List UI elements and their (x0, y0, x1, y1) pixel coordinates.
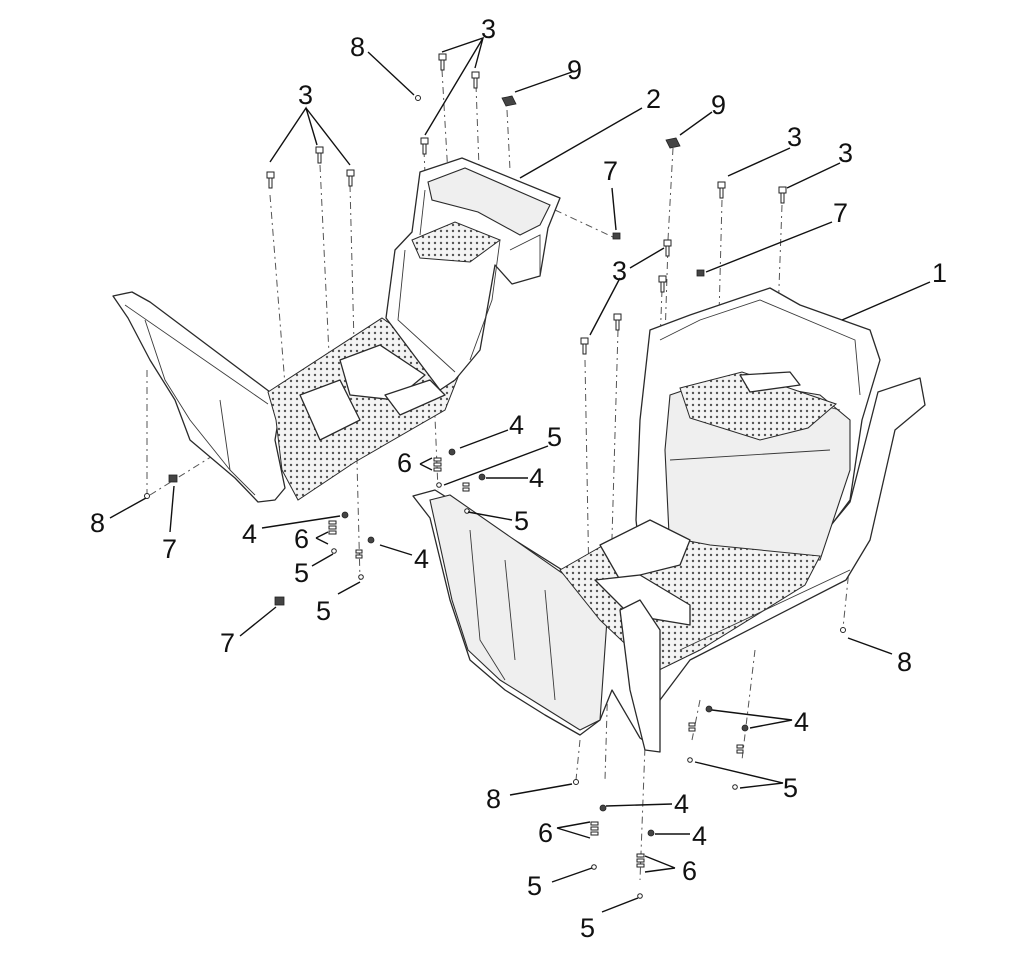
callout-5-a: 5 (547, 422, 562, 452)
part-1-right-floorboard (412, 287, 926, 753)
callout-4-b: 4 (529, 463, 544, 493)
callout-2: 2 (646, 84, 661, 114)
callout-6-d: 6 (682, 856, 697, 886)
callout-7-d: 7 (220, 628, 235, 658)
callout-3-d: 3 (838, 138, 853, 168)
callout-7-b: 7 (603, 156, 618, 186)
callout-3-b: 3 (481, 14, 496, 44)
callout-6-a: 6 (397, 448, 412, 478)
callout-4-f: 4 (674, 789, 689, 819)
callout-8-b: 8 (90, 508, 105, 538)
callout-5-f: 5 (527, 871, 542, 901)
callout-7-a: 7 (162, 534, 177, 564)
callout-3-a: 3 (298, 80, 313, 110)
callout-8-c: 8 (897, 647, 912, 677)
part-2-left-floorboard (112, 157, 561, 503)
callout-5-d: 5 (316, 596, 331, 626)
callout-1: 1 (932, 258, 947, 288)
callout-4-d: 4 (414, 544, 429, 574)
callout-6-c: 6 (538, 818, 553, 848)
callout-3-c: 3 (787, 122, 802, 152)
callout-5-e: 5 (783, 773, 798, 803)
callout-5-c: 5 (294, 558, 309, 588)
callout-9-b: 9 (711, 90, 726, 120)
washer-icon (328, 457, 744, 868)
callout-5-g: 5 (580, 913, 595, 943)
nut-icon (341, 448, 749, 837)
callout-5-b: 5 (514, 506, 529, 536)
callout-8-d: 8 (486, 784, 501, 814)
callout-labels: 1 2 3 3 3 3 3 4 4 4 4 4 4 4 5 5 5 5 5 5 … (90, 14, 947, 943)
callout-8-a: 8 (350, 32, 365, 62)
callout-4-c: 4 (242, 519, 257, 549)
callout-6-b: 6 (294, 524, 309, 554)
leader-lines (109, 36, 931, 913)
callout-9-a: 9 (567, 55, 582, 85)
callout-4-g: 4 (692, 821, 707, 851)
callout-3-e: 3 (612, 256, 627, 286)
callout-4-a: 4 (509, 410, 524, 440)
callout-7-c: 7 (833, 198, 848, 228)
bolt-icon (266, 53, 787, 355)
callout-4-e: 4 (794, 707, 809, 737)
